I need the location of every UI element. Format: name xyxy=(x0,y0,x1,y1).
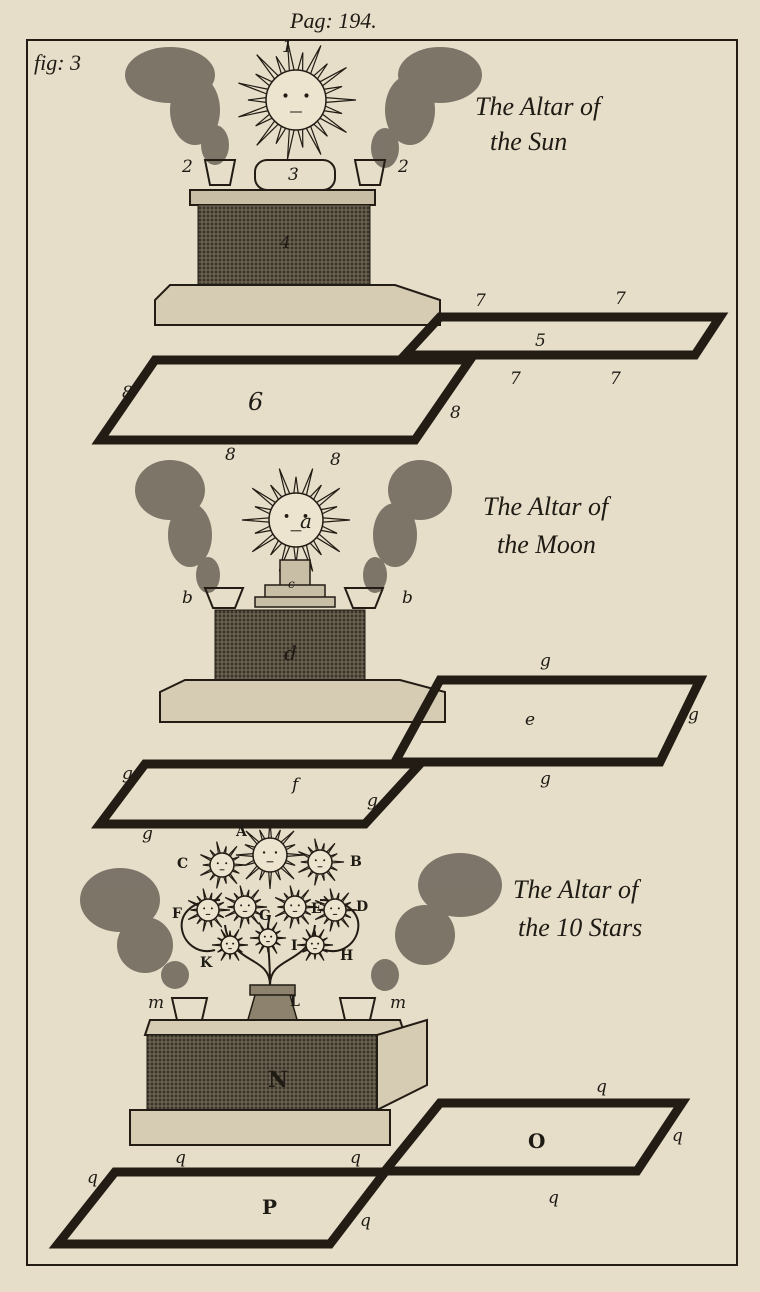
figure-label-n2a: 2 xyxy=(181,157,193,177)
figure-label-b1: b xyxy=(182,588,193,608)
figure-label-m1: m xyxy=(148,993,164,1013)
figure-label-n8c: 8 xyxy=(225,445,236,465)
platform-o xyxy=(375,1098,691,1176)
figure-label-n8b: 8 xyxy=(450,403,461,423)
figure-label-L: L xyxy=(290,994,300,1010)
smoke-right xyxy=(371,853,502,991)
sun-icon xyxy=(238,40,357,160)
figure-label-H: H xyxy=(340,948,353,964)
star-face-icon xyxy=(296,929,334,961)
smoke-left xyxy=(125,47,229,165)
figure-label-q4: q xyxy=(350,1148,361,1168)
figure-label-g5: g xyxy=(367,791,378,811)
page-header: Pag: 194. xyxy=(289,8,377,33)
star-face-icon xyxy=(200,841,247,889)
altar-steps xyxy=(159,679,446,723)
platform-6 xyxy=(91,355,479,445)
figure-label-O: O xyxy=(528,1129,545,1153)
smoke-left xyxy=(135,460,220,593)
moon-title: The Altar of xyxy=(483,492,612,521)
moon-title-2: the Moon xyxy=(497,530,596,559)
figure-label-B: B xyxy=(350,854,362,870)
figure-label-n7d: 7 xyxy=(610,369,621,389)
figure-label-G: G xyxy=(259,908,271,924)
figure-label: fig: 3 xyxy=(34,50,81,75)
star-face-icon xyxy=(211,929,249,961)
figure-label-m2: m xyxy=(390,993,406,1013)
figure-label-q2: q xyxy=(672,1126,683,1146)
figure-label-c: c xyxy=(288,577,295,591)
figure-label-q5: q xyxy=(548,1188,559,1208)
sun-title: The Altar of xyxy=(475,92,604,121)
star-face-icon xyxy=(314,888,358,932)
figure-label-n8d: 8 xyxy=(330,450,341,470)
star-face-icon xyxy=(235,820,305,890)
figure-label-n4: 4 xyxy=(279,233,291,253)
figure-label-g4: g xyxy=(540,769,551,789)
figure-label-n5: 5 xyxy=(535,331,546,351)
figure-label-f: f xyxy=(290,775,301,795)
figure-label-q1: q xyxy=(596,1077,607,1097)
incense-cups xyxy=(203,587,385,609)
figure-label-n3: 3 xyxy=(288,165,299,185)
smoke-right xyxy=(363,460,452,593)
altar-block xyxy=(197,204,371,286)
figure-label-n2b: 2 xyxy=(397,157,409,177)
platform-e xyxy=(387,675,708,767)
stars-altar: The Altar of the 10 Stars A B C D E F G … xyxy=(48,820,691,1249)
platform-p xyxy=(48,1167,395,1249)
moon-pedestal xyxy=(254,559,336,608)
incense-burners xyxy=(203,159,387,186)
figure-label-g3: g xyxy=(122,764,133,784)
star-tree xyxy=(180,820,360,986)
figure-label-n7b: 7 xyxy=(615,289,626,309)
figure-label-D: D xyxy=(356,899,368,915)
figure-label-g2: g xyxy=(688,705,699,725)
figure-label-d: d xyxy=(284,641,297,665)
figure-label-E: E xyxy=(311,901,322,917)
smoke-right xyxy=(371,47,482,168)
figure-label-N: N xyxy=(268,1067,288,1093)
figure-label-n1: 1 xyxy=(282,37,293,57)
figure-label-F: F xyxy=(172,906,182,922)
figure-label-n8a: 8 xyxy=(122,383,133,403)
star-face-icon xyxy=(249,922,287,954)
star-face-icon xyxy=(274,885,318,929)
star-face-icon xyxy=(298,838,345,886)
figure-label-q6: q xyxy=(87,1168,98,1188)
figure-label-a: a xyxy=(300,509,312,533)
figure-label-n7a: 7 xyxy=(475,291,486,311)
figure-label-n7c: 7 xyxy=(510,369,521,389)
figure-label-A: A xyxy=(235,824,248,840)
platform-5 xyxy=(394,312,729,360)
plate-border xyxy=(26,39,738,1266)
figure-label-g6: g xyxy=(142,824,153,844)
smoke-left xyxy=(80,868,189,989)
star-face-icon xyxy=(224,885,268,929)
figure-label-g1: g xyxy=(540,651,551,671)
figure-label-b2: b xyxy=(402,588,413,608)
figure-label-C: C xyxy=(177,856,188,872)
sun-altar: The Altar of the Sun 1 2 2 3 4 5 6 7 7 7… xyxy=(91,37,729,470)
figure-label-q3: q xyxy=(175,1148,186,1168)
figure-label-e: e xyxy=(525,710,535,730)
figure-label-K: K xyxy=(200,955,213,971)
altar-steps xyxy=(154,284,441,326)
stars-title-2: the 10 Stars xyxy=(518,913,642,942)
figure-label-q7: q xyxy=(360,1211,371,1231)
platform-f xyxy=(91,759,431,829)
star-face-icon xyxy=(187,888,231,932)
altar-block xyxy=(146,1034,378,1111)
stars-title: The Altar of xyxy=(513,875,642,904)
figure-label-P: P xyxy=(262,1195,277,1219)
figure-label-I: I xyxy=(291,938,298,954)
moon-altar: The Altar of the Moon a b b c d e f g g … xyxy=(91,460,708,844)
sun-title-2: the Sun xyxy=(490,127,567,156)
figure-label-n6: 6 xyxy=(248,388,263,416)
altar-base xyxy=(129,1109,391,1146)
moon-sun-icon xyxy=(241,468,351,572)
